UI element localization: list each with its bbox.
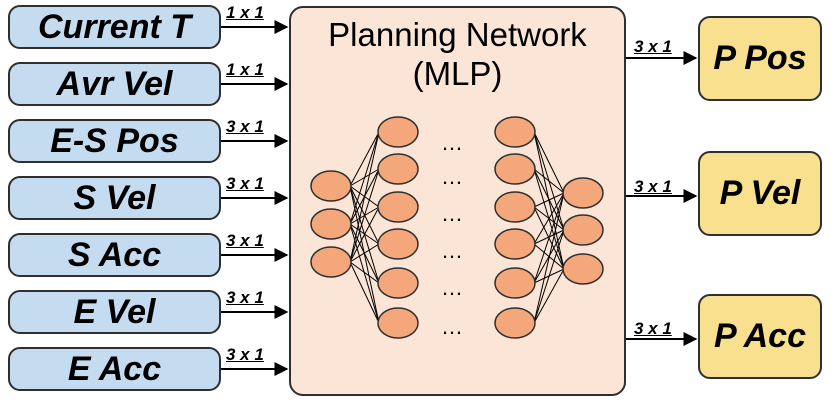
hidden-layer-neuron <box>377 228 419 260</box>
input-e-s-pos: E-S Pos <box>8 119 221 163</box>
output-dim-label: 3 x 1 <box>634 37 672 56</box>
input-dim-label: 3 x 1 <box>226 288 264 307</box>
hidden-layer-neuron <box>377 267 419 299</box>
network-connection <box>533 131 565 194</box>
output-layer-neuron <box>562 177 604 209</box>
input-dim-label: 3 x 1 <box>226 231 264 250</box>
layer-ellipsis: … <box>441 314 463 339</box>
hidden-layer-neuron <box>494 307 536 339</box>
network-title-line2: (MLP) <box>412 55 503 92</box>
output-layer-neuron <box>562 214 604 246</box>
input-dim-label: 3 x 1 <box>226 117 264 136</box>
input-layer-neuron <box>310 246 352 278</box>
input-s-vel: S Vel <box>8 176 221 220</box>
network-connection <box>349 243 380 263</box>
output-p-pos: P Pos <box>698 16 822 101</box>
input-e-vel: E Vel <box>8 290 221 334</box>
output-dim-label: 3 x 1 <box>634 177 672 196</box>
network-connection <box>533 268 565 324</box>
output-layer-neuron <box>562 253 604 285</box>
network-connection <box>533 192 565 284</box>
network-connection <box>349 261 380 324</box>
network-connection <box>349 131 380 263</box>
output-dim-label: 3 x 1 <box>634 319 672 338</box>
input-s-acc: S Acc <box>8 233 221 277</box>
network-connection <box>533 192 565 324</box>
network-connection <box>349 168 380 263</box>
input-e-acc: E Acc <box>8 347 221 391</box>
hidden-layer-neuron <box>494 267 536 299</box>
network-connection <box>349 206 380 263</box>
network-connection <box>533 168 565 194</box>
output-p-acc: P Acc <box>698 294 822 379</box>
layer-ellipsis: … <box>441 275 463 300</box>
hidden-layer-neuron <box>377 116 419 148</box>
network-connection <box>349 131 380 187</box>
output-p-vel: P Vel <box>698 151 822 236</box>
network-connection <box>349 261 380 284</box>
hidden-layer-neuron <box>377 307 419 339</box>
hidden-layer-neuron <box>494 116 536 148</box>
input-layer-neuron <box>310 170 352 202</box>
input-dim-label: 3 x 1 <box>226 345 264 364</box>
hidden-layer-neuron <box>377 153 419 185</box>
layer-ellipsis: … <box>441 238 463 263</box>
layer-ellipsis: … <box>441 164 463 189</box>
input-current-t: Current T <box>8 5 221 49</box>
hidden-layer-neuron <box>494 153 536 185</box>
input-layer-neuron <box>310 208 352 240</box>
network-connection <box>533 229 565 324</box>
input-dim-label: 1 x 1 <box>226 3 264 22</box>
network-connection <box>349 131 380 225</box>
input-avr-vel: Avr Vel <box>8 62 221 106</box>
network-connection <box>533 192 565 245</box>
network-connection <box>533 192 565 208</box>
input-dim-label: 3 x 1 <box>226 174 264 193</box>
network-title-line1: Planning Network <box>328 16 587 53</box>
input-dim-label: 1 x 1 <box>226 60 264 79</box>
hidden-layer-neuron <box>377 191 419 223</box>
layer-ellipsis: … <box>441 201 463 226</box>
hidden-layer-neuron <box>494 228 536 260</box>
layer-ellipsis: … <box>441 130 463 155</box>
hidden-layer-neuron <box>494 191 536 223</box>
